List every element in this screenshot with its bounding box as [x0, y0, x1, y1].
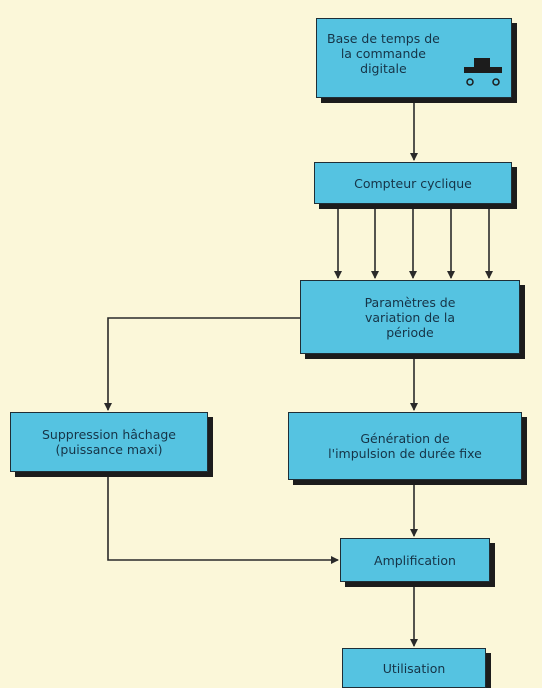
- switch-icon: [464, 58, 502, 86]
- block-time-base-label: Base de temps de la commande digitale: [327, 31, 440, 76]
- block-counter: Compteur cyclique: [314, 162, 512, 204]
- block-amplification: Amplification: [340, 538, 490, 582]
- block-usage-label: Utilisation: [382, 660, 446, 676]
- block-amplification-label: Amplification: [374, 552, 456, 568]
- block-pulse-generation-label: Génération de l'impulsion de durée fixe: [328, 431, 482, 461]
- block-usage: Utilisation: [342, 648, 486, 688]
- block-chopper-suppression-label: Suppression hâchage (puissance maxi): [42, 427, 176, 457]
- block-period-params: Paramètres de variation de la période: [300, 280, 520, 354]
- block-period-params-label: Paramètres de variation de la période: [364, 294, 456, 340]
- block-pulse-generation: Génération de l'impulsion de durée fixe: [288, 412, 522, 480]
- block-counter-label: Compteur cyclique: [354, 175, 472, 191]
- wire-suppression-amplification: [107, 474, 339, 564]
- wire-params-suppression: [104, 317, 300, 411]
- block-chopper-suppression: Suppression hâchage (puissance maxi): [10, 412, 208, 472]
